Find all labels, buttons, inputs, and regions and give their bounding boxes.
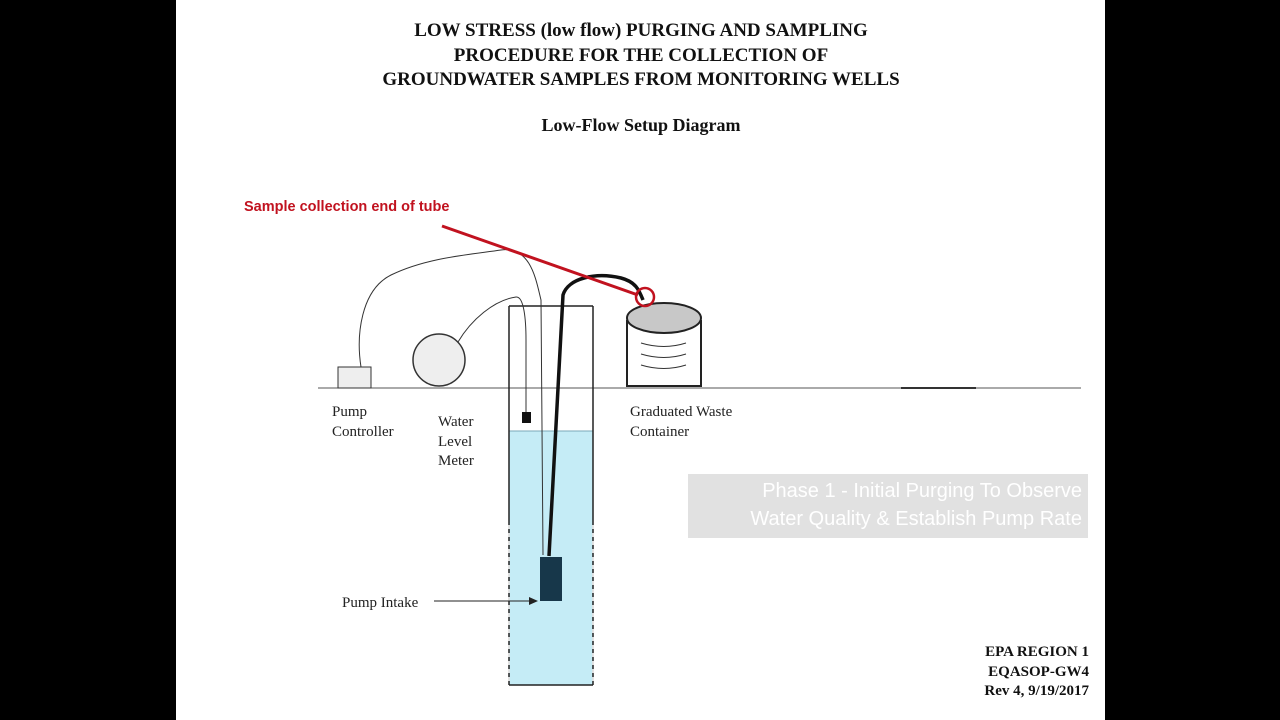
callout-pointer-line xyxy=(441,224,639,297)
title-line-1: LOW STRESS (low flow) PURGING AND SAMPLI… xyxy=(414,20,868,41)
pump-controller-box xyxy=(337,366,372,389)
pump-controller-label: Pump Controller xyxy=(332,403,394,442)
graduated-waste-container-label: Graduated Waste Container xyxy=(630,403,732,442)
low-flow-setup-diagram xyxy=(318,224,1081,686)
title-line-2: PROCEDURE FOR THE COLLECTION OF xyxy=(453,44,829,66)
water-level-meter-label: Water Level Meter xyxy=(438,413,474,472)
waste-container-body xyxy=(626,320,702,387)
waste-container-top xyxy=(626,302,702,334)
water-level-meter-reel xyxy=(412,333,466,387)
water-level-meter-label-line-1: Water xyxy=(438,414,474,430)
phase-caption-box: Phase 1 - Initial Purging To Observe Wat… xyxy=(688,474,1088,538)
pump-controller-label-line-1: Pump xyxy=(332,404,368,420)
water-level-probe xyxy=(522,412,531,423)
water-level-meter-tape xyxy=(457,296,527,412)
title-line-3: GROUNDWATER SAMPLES FROM MONITORING WELL… xyxy=(382,69,900,90)
graduation-mark-3 xyxy=(640,364,687,369)
graduation-mark-1 xyxy=(640,342,687,347)
graduation-mark-2 xyxy=(640,353,687,358)
slide: LOW STRESS (low flow) PURGING AND SAMPLI… xyxy=(176,0,1105,720)
diagram-subtitle: Low-Flow Setup Diagram xyxy=(541,115,741,135)
pump-intake xyxy=(540,557,562,601)
reference-line-3: Rev 4, 9/19/2017 xyxy=(984,683,1089,699)
pump-intake-label: Pump Intake xyxy=(342,595,419,611)
callout-target-circle xyxy=(634,286,656,308)
phase-caption-line-1: Phase 1 - Initial Purging To Observe xyxy=(762,480,1082,502)
pump-controller-label-line-2: Controller xyxy=(332,423,394,440)
water-level-meter-label-line-3: Meter xyxy=(438,453,474,469)
pump-intake-arrowhead xyxy=(529,597,538,605)
water-level-meter-label-line-2: Level xyxy=(438,433,473,450)
controller-cable xyxy=(358,249,544,556)
waste-container-label-line-1: Graduated Waste xyxy=(630,404,733,420)
phase-caption-line-2: Water Quality & Establish Pump Rate xyxy=(750,508,1082,530)
document-reference: EPA REGION 1 EQASOP-GW4 Rev 4, 9/19/2017 xyxy=(984,643,1089,702)
reference-line-2: EQASOP-GW4 xyxy=(988,663,1089,680)
reference-line-1: EPA REGION 1 xyxy=(985,644,1089,660)
sample-collection-callout: Sample collection end of tube xyxy=(244,199,450,215)
slide-title: LOW STRESS (low flow) PURGING AND SAMPLI… xyxy=(176,19,1105,93)
waste-container-label-line-2: Container xyxy=(630,423,690,440)
